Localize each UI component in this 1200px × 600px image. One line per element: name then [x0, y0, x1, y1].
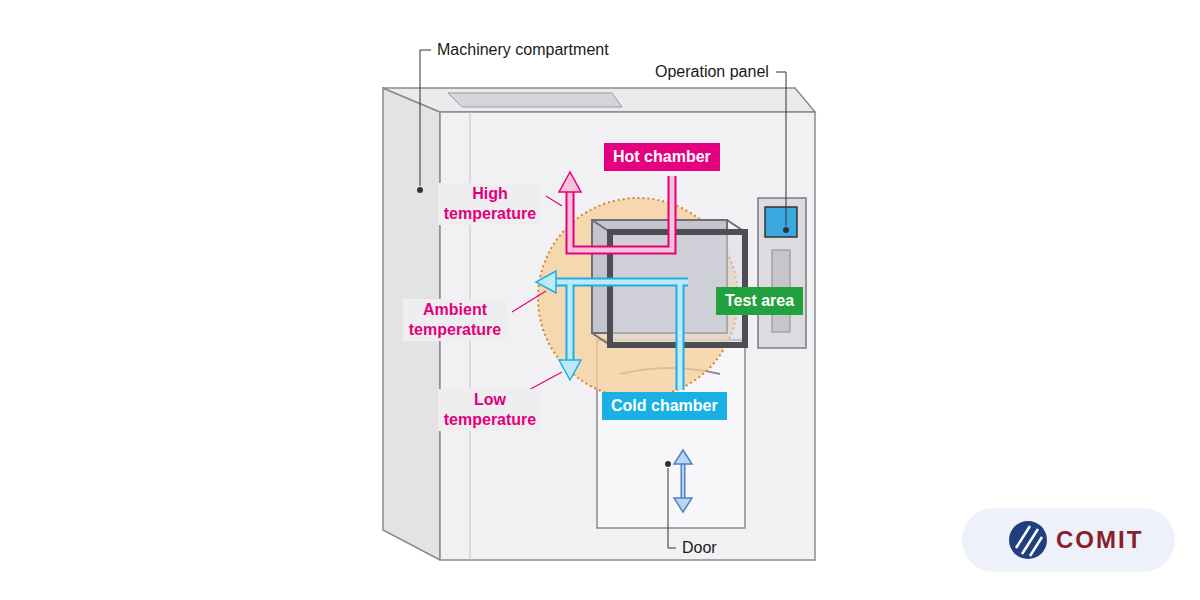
ambient-flow-head [536, 271, 556, 293]
leader-dot [783, 227, 789, 233]
hot-flow-head [559, 172, 581, 192]
cabinet-top [383, 88, 815, 112]
door-arrow-head [674, 498, 692, 512]
leader-line [776, 72, 786, 226]
part-label: Door [679, 537, 720, 559]
part-label: Machinery compartment [434, 39, 612, 61]
leader-dot [665, 461, 671, 467]
door-arrow [682, 462, 684, 500]
temperature-label: High temperature [438, 183, 542, 225]
temperature-label: Low temperature [438, 389, 542, 431]
cold-flow [554, 282, 688, 390]
door-arrow-head [674, 450, 692, 464]
test-area-label: Test area [716, 287, 803, 315]
logo-stripes [1016, 526, 1042, 556]
operation-panel [758, 198, 806, 348]
leader-dot [417, 187, 423, 193]
box-text: Hot chamber [613, 147, 711, 167]
watermark-logo: COMIT [1053, 524, 1146, 556]
cabinet-vent [448, 93, 622, 107]
panel-screen [765, 207, 797, 237]
logo-mark [1009, 521, 1047, 559]
hot-flow [570, 176, 672, 250]
logo-badge [962, 508, 1175, 572]
box-text: Test area [725, 291, 794, 311]
temperature-label: Ambient temperature [403, 299, 507, 341]
leader-line [512, 291, 546, 312]
cold-flow-head [559, 360, 581, 380]
box-text: Cold chamber [611, 396, 718, 416]
leader-line [546, 196, 562, 206]
part-label: Operation panel [652, 61, 772, 83]
hot-flow [570, 176, 672, 250]
leader-line [420, 50, 431, 186]
door-arrow [681, 462, 686, 500]
cold-chamber-label: Cold chamber [602, 392, 727, 420]
hot-chamber-label: Hot chamber [604, 143, 720, 171]
leader-line [668, 468, 676, 548]
cold-flow [554, 282, 688, 390]
